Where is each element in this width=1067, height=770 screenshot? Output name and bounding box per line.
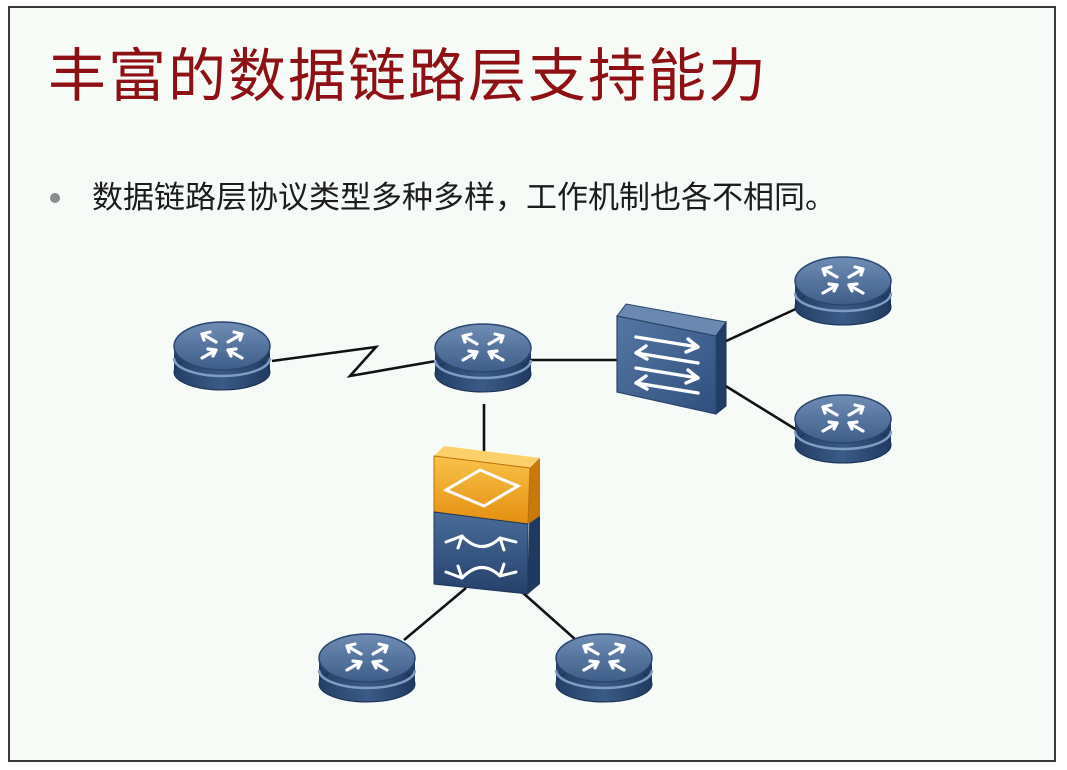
links: [271, 305, 801, 641]
router-mid-right-icon: [793, 393, 893, 465]
bullet-text: 数据链路层协议类型多种多样，工作机制也各不相同。: [92, 180, 836, 216]
router-center-icon: [433, 322, 533, 394]
link-firewall-bottomleft: [403, 587, 467, 641]
link-switch-midright: [723, 383, 801, 434]
slide: 丰富的数据链路层支持能力 数据链路层协议类型多种多样，工作机制也各不相同。: [8, 6, 1056, 762]
bullet-dot-icon: [50, 193, 60, 203]
router-bottom-left-icon: [317, 632, 417, 704]
router-left-icon: [172, 320, 272, 392]
firewall-icon: [433, 446, 540, 595]
bullet-item: 数据链路层协议类型多种多样，工作机制也各不相同。: [50, 178, 836, 218]
router-top-right-icon: [793, 255, 893, 327]
switch-icon: [616, 303, 727, 416]
link-firewall-bottomright: [521, 591, 577, 641]
link-switch-topright: [723, 305, 801, 344]
slide-title: 丰富的数据链路层支持能力: [48, 42, 769, 110]
router-bottom-right-icon: [554, 632, 654, 704]
serial-link: [271, 345, 437, 378]
